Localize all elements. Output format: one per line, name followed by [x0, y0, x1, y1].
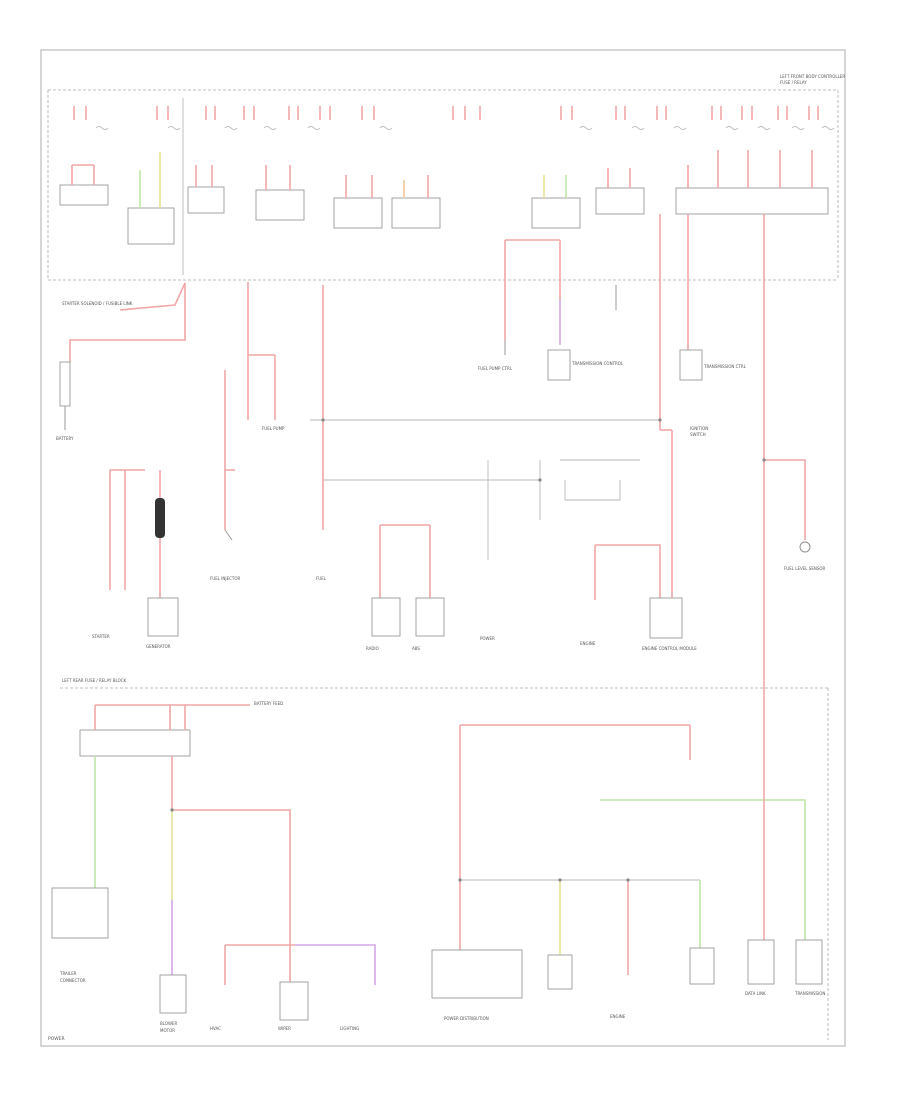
svg-text:BATTERY FEED: BATTERY FEED — [254, 701, 283, 706]
svg-text:HVAC: HVAC — [210, 1026, 221, 1031]
splice-nodes — [170, 418, 766, 882]
center-wiring: FUEL INJECTOR FUEL PUMP FUEL RADIO ABS P… — [210, 282, 697, 651]
top-fuse-block-region: LEFT FRONT BODY CONTROLLER FUSE / RELAY — [47, 74, 845, 281]
svg-text:POWER DISTRIBUTION: POWER DISTRIBUTION — [444, 1016, 489, 1021]
svg-text:STARTER SOLENOID / FUSIBLE LIN: STARTER SOLENOID / FUSIBLE LINK — [62, 301, 133, 306]
starter-label: STARTER — [92, 634, 110, 639]
svg-text:TRAILER: TRAILER — [59, 971, 77, 976]
svg-text:DATA LINK: DATA LINK — [745, 991, 766, 996]
svg-text:MOTOR: MOTOR — [160, 1028, 175, 1033]
svg-text:WIPER: WIPER — [278, 1026, 291, 1031]
svg-text:FUEL: FUEL — [316, 576, 327, 581]
svg-text:FUSE / RELAY: FUSE / RELAY — [780, 80, 807, 85]
footer-label: POWER — [48, 1036, 65, 1042]
svg-text:SWITCH: SWITCH — [690, 432, 706, 437]
battery-section: BATTERY STARTER SOLENOID / FUSIBLE LINK — [56, 282, 186, 441]
diagram-border — [40, 49, 846, 1047]
svg-text:FUEL INJECTOR: FUEL INJECTOR — [210, 576, 241, 581]
right-column: TRANSMISSION CONTROL FUEL PUMP CTRL IGNI… — [478, 214, 826, 740]
svg-text:TRANSMISSION: TRANSMISSION — [794, 991, 825, 996]
ecm-label: ENGINE CONTROL MODULE — [642, 646, 697, 651]
top-fuses — [73, 106, 819, 120]
svg-text:ABS: ABS — [412, 646, 420, 651]
lower-fuse-block — [79, 729, 191, 757]
svg-text:CONNECTOR: CONNECTOR — [60, 978, 86, 983]
fuse-symbols — [95, 126, 835, 130]
lower-block-region: LEFT REAR FUSE / RELAY BLOCK BATTERY FEE… — [51, 678, 829, 1040]
svg-text:BLOWER: BLOWER — [160, 1021, 177, 1026]
corner-note: LEFT FRONT BODY CONTROLLER — [780, 74, 845, 79]
svg-text:TRANSMISSION CTRL: TRANSMISSION CTRL — [703, 364, 747, 369]
svg-text:ENGINE: ENGINE — [610, 1014, 626, 1019]
svg-text:LIGHTING: LIGHTING — [340, 1026, 359, 1031]
svg-text:FUEL LEVEL SENSOR: FUEL LEVEL SENSOR — [784, 566, 826, 571]
svg-text:IGNITION: IGNITION — [690, 426, 708, 431]
top-relays — [59, 150, 829, 245]
svg-text:TRANSMISSION CONTROL: TRANSMISSION CONTROL — [571, 361, 624, 366]
svg-text:POWER: POWER — [480, 636, 495, 641]
generator-label: GENERATOR — [146, 644, 171, 649]
svg-text:FUEL PUMP CTRL: FUEL PUMP CTRL — [478, 366, 513, 371]
svg-text:RADIO: RADIO — [366, 646, 379, 651]
fusible-link-icon — [155, 498, 165, 538]
battery-label: BATTERY — [56, 436, 74, 441]
starter-generator: STARTER GENERATOR — [92, 469, 179, 649]
svg-text:ENGINE: ENGINE — [580, 641, 596, 646]
svg-text:LEFT REAR FUSE / RELAY BLOCK: LEFT REAR FUSE / RELAY BLOCK — [62, 678, 127, 683]
svg-text:FUEL PUMP: FUEL PUMP — [262, 426, 285, 431]
